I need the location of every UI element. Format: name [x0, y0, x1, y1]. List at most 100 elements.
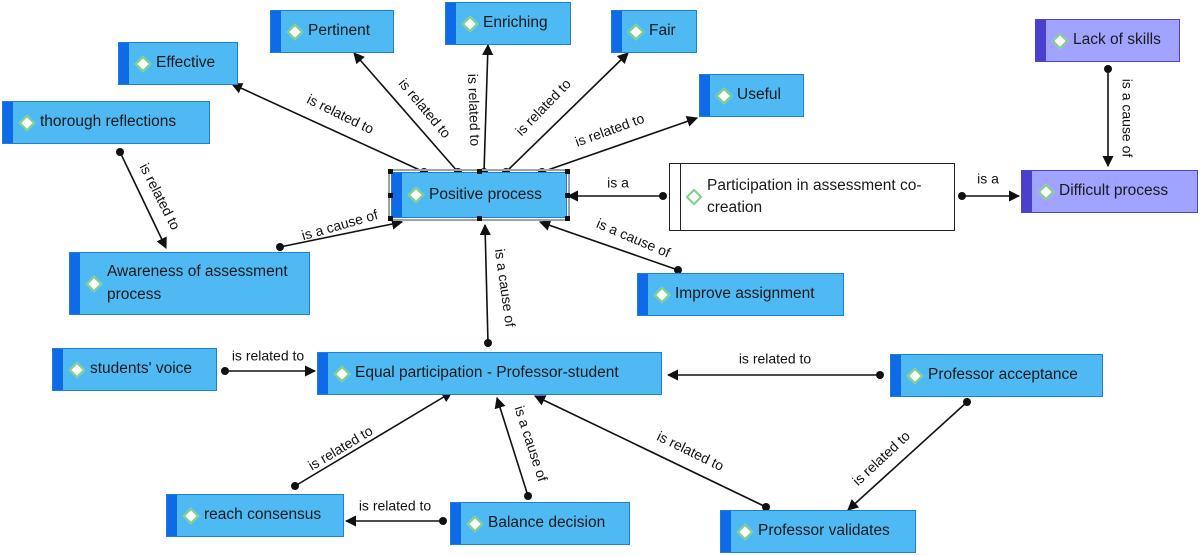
resize-handle[interactable]	[388, 216, 393, 221]
node-lack-of-skills[interactable]: Lack of skills	[1035, 19, 1180, 62]
edge-label: is related to	[137, 161, 184, 233]
edge-source-dot	[876, 371, 884, 379]
node-reach-consensus[interactable]: reach consensus	[166, 494, 344, 537]
concept-diamond-icon	[134, 55, 152, 72]
concept-diamond-icon	[333, 365, 351, 382]
edge-source-dot	[524, 492, 532, 500]
node-useful[interactable]: Useful	[699, 74, 804, 117]
node-label: Equal participation - Professor-student	[355, 364, 619, 382]
node-balance-decision[interactable]: Balance decision	[450, 502, 630, 545]
edge-label: is related to	[739, 351, 812, 367]
concept-diamond-icon	[906, 367, 924, 384]
node-fair[interactable]: Fair	[611, 10, 697, 53]
edge-thorough-awareness[interactable]	[119, 151, 167, 250]
edge-label: is related to	[305, 91, 377, 137]
resize-handle[interactable]	[565, 169, 570, 174]
node-difficult-process[interactable]: Difficult process	[1021, 170, 1198, 213]
concept-diamond-icon	[685, 188, 703, 206]
edge-improve-positive[interactable]	[538, 220, 679, 271]
concept-diamond-icon	[1037, 183, 1055, 200]
node-thorough-reflections[interactable]: thorough reflections	[2, 101, 210, 144]
edge-source-dot	[674, 266, 682, 274]
resize-handle[interactable]	[565, 216, 570, 221]
edge-source-dot	[439, 517, 447, 525]
edge-label: is related to	[232, 348, 305, 364]
node-label: Fair	[649, 22, 676, 40]
edge-label: is a cause of	[492, 248, 519, 328]
edge-source-dot	[659, 192, 667, 200]
resize-handle[interactable]	[477, 216, 482, 221]
edge-label: is related to	[396, 75, 455, 141]
node-pertinent[interactable]: Pertinent	[270, 10, 394, 53]
edge-label: is related to	[305, 422, 375, 473]
edge-positive-pertinent[interactable]	[353, 52, 459, 173]
node-enriching[interactable]: Enriching	[445, 2, 571, 45]
node-label: Participation in assessment co-creation	[707, 176, 922, 216]
edge-source-dot	[1104, 65, 1112, 73]
edge-source-dot	[963, 398, 971, 406]
edge-source-dot	[116, 148, 124, 156]
concept-diamond-icon	[461, 15, 479, 32]
edge-acceptance-validates[interactable]	[847, 401, 968, 511]
resize-handle[interactable]	[477, 169, 482, 174]
node-professor-validates[interactable]: Professor validates	[720, 510, 916, 553]
node-label: Pertinent	[308, 22, 371, 40]
edge-source-dot	[484, 339, 492, 347]
edge-label: is related to	[465, 74, 484, 147]
node-improve-assignment[interactable]: Improve assignment	[637, 273, 844, 316]
concept-diamond-icon	[736, 523, 754, 540]
edge-label: is a	[607, 175, 629, 191]
edge-positive-effective[interactable]	[230, 83, 425, 173]
edge-label: is related to	[655, 428, 727, 474]
edge-source-dot	[762, 503, 770, 511]
node-professor-acceptance[interactable]: Professor acceptance	[890, 354, 1103, 397]
concept-diamond-icon	[407, 186, 425, 204]
concept-diamond-icon	[85, 275, 103, 292]
node-label: thorough reflections	[40, 113, 177, 131]
node-label: Professor validates	[758, 522, 890, 540]
edge-positive-enriching[interactable]	[482, 43, 494, 173]
edge-source-dot	[958, 192, 966, 200]
concept-diamond-icon	[68, 361, 86, 378]
node-awareness-assessment[interactable]: Awareness of assessment process	[69, 252, 310, 315]
node-students-voice[interactable]: students' voice	[52, 348, 217, 391]
edge-label: is a	[977, 171, 999, 187]
edge-source-dot	[291, 482, 299, 490]
node-positive-process[interactable]: Positive process	[388, 169, 570, 221]
node-label: reach consensus	[204, 506, 322, 524]
node-label: Balance decision	[488, 514, 606, 532]
node-effective[interactable]: Effective	[118, 42, 238, 85]
edge-balance-equal[interactable]	[494, 396, 529, 497]
edge-source-dot	[221, 367, 229, 375]
edge-consensus-equal[interactable]	[294, 391, 453, 487]
node-label: Difficult process	[1059, 182, 1169, 200]
resize-handle[interactable]	[388, 169, 393, 174]
concept-diamond-icon	[653, 286, 671, 303]
edge-label: is a cause of	[1119, 79, 1135, 158]
concept-diamond-icon	[286, 23, 304, 40]
concept-diamond-icon	[627, 23, 645, 40]
concept-diamond-icon	[182, 507, 200, 524]
edge-validates-equal[interactable]	[533, 395, 767, 508]
concept-diamond-icon	[1051, 32, 1069, 49]
edge-label: is related to	[573, 110, 647, 150]
node-label: Effective	[156, 54, 216, 72]
edge-equal-positive[interactable]	[479, 223, 491, 344]
edge-label: is a cause of	[511, 404, 551, 484]
resize-handle[interactable]	[565, 193, 570, 198]
edge-positive-useful[interactable]	[541, 116, 699, 173]
node-equal-participation[interactable]: Equal participation - Professor-student	[317, 352, 662, 395]
resize-handle[interactable]	[388, 193, 393, 198]
node-participation-co-creation[interactable]: Participation in assessment co-creation	[669, 163, 955, 231]
node-label: Enriching	[483, 14, 548, 32]
edge-awareness-positive[interactable]	[279, 218, 404, 248]
node-label: Useful	[737, 86, 781, 104]
node-label: Awareness of assessment process	[107, 263, 288, 303]
edge-positive-fair[interactable]	[505, 52, 629, 173]
concept-diamond-icon	[18, 114, 36, 131]
edge-label: is related to	[359, 498, 432, 514]
node-label: Positive process	[429, 185, 542, 203]
node-label: students' voice	[90, 360, 193, 378]
edge-label: is a cause of	[300, 206, 380, 243]
